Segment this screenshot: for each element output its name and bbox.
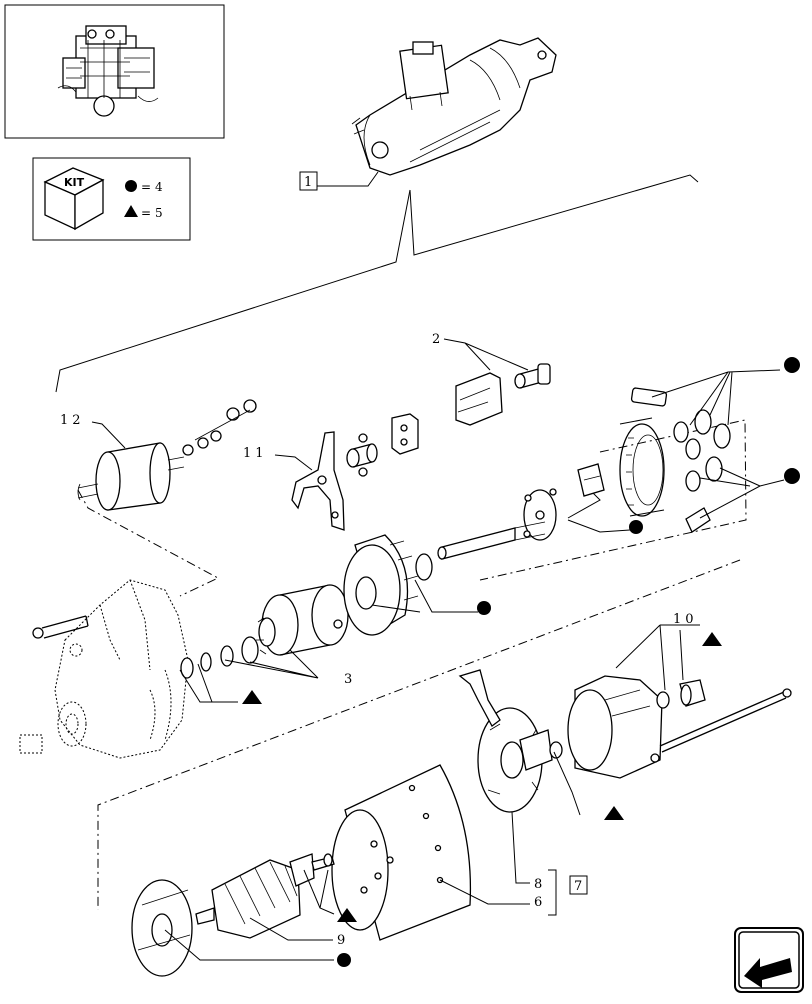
triangle-marker-icon [242, 690, 262, 704]
shift-fork-part-11[interactable] [291, 431, 345, 531]
bolt-part-2[interactable] [514, 363, 551, 389]
solenoid-part-12[interactable] [77, 399, 257, 511]
callout-6[interactable]: 6 [439, 879, 542, 910]
callout-9[interactable]: 9 [249, 917, 345, 948]
circle-marker-icon [477, 601, 491, 615]
end-plate[interactable] [131, 879, 193, 977]
intermediate-bracket[interactable] [333, 534, 419, 636]
drive-pinion-part-3[interactable] [180, 584, 349, 679]
circle-marker-icon [337, 953, 351, 967]
linkage-pin[interactable] [346, 433, 378, 477]
circle-marker-icon [125, 180, 137, 192]
callout-12[interactable]: 12 [60, 413, 126, 449]
linkage-block[interactable] [391, 413, 419, 455]
planet-gears[interactable] [630, 387, 731, 533]
starter-motor-assembly[interactable] [351, 37, 557, 176]
callout-3-label: 3 [344, 672, 352, 687]
drive-end-housing[interactable] [19, 579, 189, 759]
callout-2[interactable]: 2 [432, 332, 529, 371]
end-frame-part-10[interactable] [567, 675, 663, 779]
triangle-marker-icon [337, 908, 357, 922]
callout-11-label: 11 [243, 446, 268, 461]
callout-1[interactable]: 1 [299, 171, 379, 191]
kit-triangle-qty: 5 [155, 206, 163, 220]
callout-11[interactable]: 11 [243, 446, 313, 471]
shield-part-2[interactable] [455, 372, 503, 426]
arrow-back-icon[interactable] [734, 927, 804, 993]
callout-8[interactable]: 8 [511, 811, 542, 892]
callout-12-label: 12 [60, 413, 85, 428]
engine-thumbnail[interactable] [4, 4, 225, 139]
through-bolt[interactable] [659, 688, 792, 753]
armature-part-9[interactable] [195, 853, 335, 939]
circle-marker-icon [784, 468, 800, 484]
kit-legend: KIT = 4 = 5 [32, 157, 191, 241]
circle-marker-icon [784, 357, 800, 373]
kit-box-icon [43, 167, 105, 231]
callout-2-label: 2 [432, 332, 440, 347]
yoke-part-6[interactable] [331, 764, 472, 941]
kit-circle-qty: 4 [155, 180, 163, 194]
washer[interactable] [415, 553, 433, 581]
ring-gear[interactable] [619, 417, 665, 517]
brush-holder-part-8[interactable] [458, 669, 563, 813]
triangle-marker-icon [702, 632, 722, 646]
kit-label: KIT [64, 176, 85, 189]
callout-8-label: 8 [534, 877, 542, 892]
callout-1-label: 1 [304, 175, 312, 190]
callout-10-label: 10 [673, 612, 698, 627]
kit-triangle-equals: = [141, 206, 151, 220]
bushing-part-10[interactable] [656, 679, 706, 709]
bolt[interactable] [32, 615, 89, 639]
callout-3[interactable]: 3 [224, 649, 352, 687]
callout-6-label: 6 [534, 895, 542, 910]
callout-7[interactable]: 7 [548, 869, 588, 916]
triangle-marker-icon [124, 205, 138, 217]
clip-part[interactable] [577, 463, 605, 497]
callout-7-label: 7 [574, 879, 582, 894]
circle-marker-icon [629, 520, 643, 534]
callout-10[interactable]: 10 [615, 612, 700, 691]
callout-9-label: 9 [337, 933, 345, 948]
triangle-marker-icon [604, 806, 624, 820]
output-shaft[interactable] [437, 488, 557, 560]
kit-circle-equals: = [141, 180, 151, 194]
